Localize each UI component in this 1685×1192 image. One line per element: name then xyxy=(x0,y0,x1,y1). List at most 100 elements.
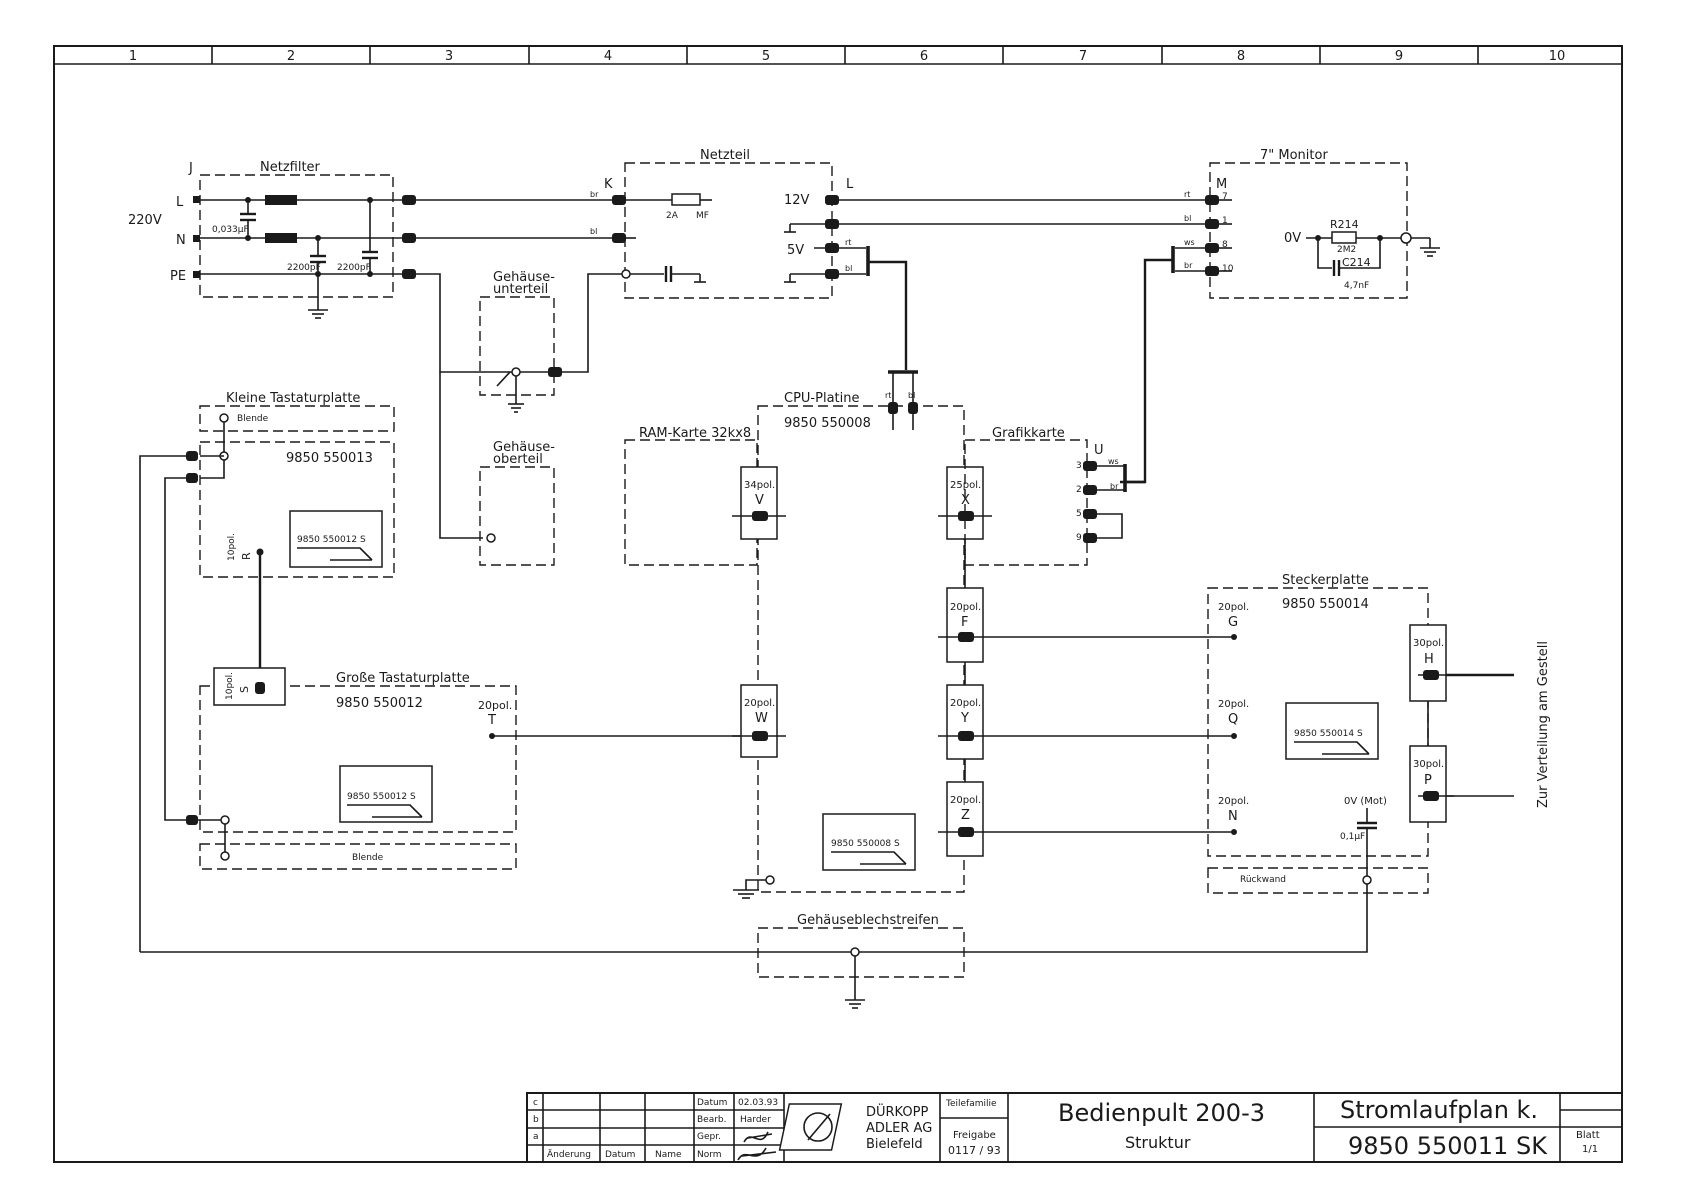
netzteil-12v: 12V xyxy=(784,193,810,208)
monitor-pin10: 10 xyxy=(1222,264,1234,274)
cpu-title: CPU-Platine xyxy=(784,391,860,406)
cpu-part: 9850 550008 xyxy=(784,416,871,431)
freigabe-label: Freigabe xyxy=(953,1130,996,1141)
cpu-top-rt: rt xyxy=(885,391,891,400)
mains-supply: 220V J L N PE xyxy=(128,161,200,284)
line-n-label: N xyxy=(176,233,186,248)
signature-norm xyxy=(737,1147,777,1161)
fuse-rating: 2A xyxy=(666,211,679,221)
col-datum: Datum xyxy=(605,1150,635,1160)
rev-b: b xyxy=(533,1115,539,1125)
drawing-subtitle: Struktur xyxy=(1125,1133,1191,1152)
monitor-conn-m: M xyxy=(1216,177,1227,192)
doc-type: Stromlaufplan k. xyxy=(1340,1096,1538,1124)
conn-w-pol: 20pol. xyxy=(744,698,775,709)
rev-c: c xyxy=(533,1098,538,1108)
grosse-conn-s-pol: 10pol. xyxy=(225,672,235,700)
kleine-part: 9850 550013 xyxy=(286,451,373,466)
monitor-title: 7" Monitor xyxy=(1260,148,1328,163)
grid-col-4: 4 xyxy=(604,49,612,64)
grafik-pin3: 3 xyxy=(1076,461,1082,471)
drawing-frame xyxy=(53,45,1623,1163)
kleine-blende: Blende xyxy=(237,414,269,424)
norm-label: Norm xyxy=(697,1150,722,1160)
stecker-q-pol: 20pol. xyxy=(1218,699,1249,710)
grafik-wire-ws: ws xyxy=(1108,457,1119,466)
company-logo-icon xyxy=(778,1103,843,1151)
company-line-1: DÜRKOPP xyxy=(866,1103,928,1120)
kleine-tastaturplatte: Kleine Tastaturplatte Blende 9850 550013… xyxy=(139,391,395,952)
stecker-part: 9850 550014 xyxy=(1282,597,1369,612)
conn-f: F xyxy=(961,615,968,630)
grid-col-10: 10 xyxy=(1549,49,1566,64)
line-pe-label: PE xyxy=(170,269,186,284)
stecker-sub-part: 9850 550014 S xyxy=(1294,729,1363,739)
monitor-wire-br: br xyxy=(1184,261,1193,270)
fuse-type: MF xyxy=(696,211,709,221)
grafikkarte: Grafikkarte U 3 2 5 9 ws br xyxy=(964,426,1145,566)
monitor-c214-value: 4,7nF xyxy=(1344,281,1369,291)
grosse-blende: Blende xyxy=(352,853,384,863)
monitor-r214-value: 2M2 xyxy=(1337,245,1356,255)
netzteil: Netzteil K L 2A MF 12V 5V rt bl xyxy=(604,148,854,299)
steckerplatte: Steckerplatte 9850 550014 20pol. G 20pol… xyxy=(140,573,1514,953)
stecker-p: P xyxy=(1424,773,1432,788)
stecker-n: N xyxy=(1228,809,1238,824)
stecker-q: Q xyxy=(1228,712,1238,727)
cpu-signal-wiring xyxy=(983,634,1237,835)
conn-f-pol: 20pol. xyxy=(950,602,981,613)
monitor-0v: 0V xyxy=(1284,231,1301,246)
cpu-top-bl: bl xyxy=(908,391,915,400)
wire-bl-label: bl xyxy=(590,227,597,236)
ram-title: RAM-Karte 32kx8 xyxy=(639,426,751,441)
conn-j-label: J xyxy=(188,161,193,176)
netzfilter-cap1: 0,033µF xyxy=(212,225,249,235)
grosse-part: 9850 550012 xyxy=(336,696,423,711)
signature-gepr xyxy=(743,1131,773,1143)
grafik-pin9: 9 xyxy=(1076,533,1082,543)
conn-v: V xyxy=(755,493,764,508)
company-line-3: Bielefeld xyxy=(866,1137,923,1152)
grid-column-labels: 1 2 3 4 5 6 7 8 9 10 xyxy=(129,49,1565,64)
doc-number: 9850 550011 SK xyxy=(1348,1132,1548,1160)
monitor-c214: C214 xyxy=(1342,256,1371,269)
grid-col-9: 9 xyxy=(1395,49,1403,64)
monitor-pin1: 1 xyxy=(1222,216,1228,226)
stecker-0v-mot: 0V (Mot) xyxy=(1344,796,1387,807)
netzfilter-title: Netzfilter xyxy=(260,160,321,175)
grid-col-7: 7 xyxy=(1079,49,1087,64)
conn-v-pol: 34pol. xyxy=(744,480,775,491)
rev-a: a xyxy=(533,1132,539,1142)
unterteil-label-1: Gehäuse- xyxy=(493,270,555,285)
drawing-title: Bedienpult 200-3 xyxy=(1058,1099,1265,1127)
power-cable-cpu: rt bl xyxy=(839,246,918,430)
kleine-title: Kleine Tastaturplatte xyxy=(226,391,360,406)
verteilung-label: Zur Verteilung am Gestell xyxy=(1536,641,1551,808)
grafik-title: Grafikkarte xyxy=(992,426,1065,441)
netzfilter-cap2: 2200pF xyxy=(287,263,321,273)
bearb-value: Harder xyxy=(740,1115,771,1125)
grosse-sub-part: 9850 550012 S xyxy=(347,792,416,802)
grafik-wire-br: br xyxy=(1110,482,1119,491)
conn-z-pol: 20pol. xyxy=(950,795,981,806)
company-line-2: ADLER AG xyxy=(866,1121,932,1136)
grid-col-6: 6 xyxy=(920,49,928,64)
kleine-conn-pol: 10pol. xyxy=(227,533,237,561)
netzteil-conn-l: L xyxy=(846,177,854,192)
grafik-pin5: 5 xyxy=(1076,509,1082,519)
monitor-7in: 7" Monitor M 7 1 8 10 0V R214 2M2 C214 4… xyxy=(1209,148,1440,299)
oberteil-label-1: Gehäuse- xyxy=(493,440,555,455)
grafik-pin2: 2 xyxy=(1076,485,1082,495)
grafik-conn-u: U xyxy=(1094,443,1104,458)
stecker-cap: 0,1µF xyxy=(1340,832,1365,842)
monitor-wire-ws: ws xyxy=(1184,238,1195,247)
grid-col-1: 1 xyxy=(129,49,137,64)
gehaeuse-oberteil: Gehäuse- oberteil xyxy=(479,440,555,566)
ram-karte: RAM-Karte 32kx8 xyxy=(624,426,758,566)
grid-col-5: 5 xyxy=(762,49,770,64)
stecker-h: H xyxy=(1424,652,1434,667)
cpu-platine: CPU-Platine 9850 550008 34pol. V 25pol. … xyxy=(732,391,992,899)
stecker-rueckwand: Rückwand xyxy=(1240,875,1286,885)
grosse-tastaturplatte: Große Tastaturplatte 9850 550012 10pol. … xyxy=(186,667,742,870)
